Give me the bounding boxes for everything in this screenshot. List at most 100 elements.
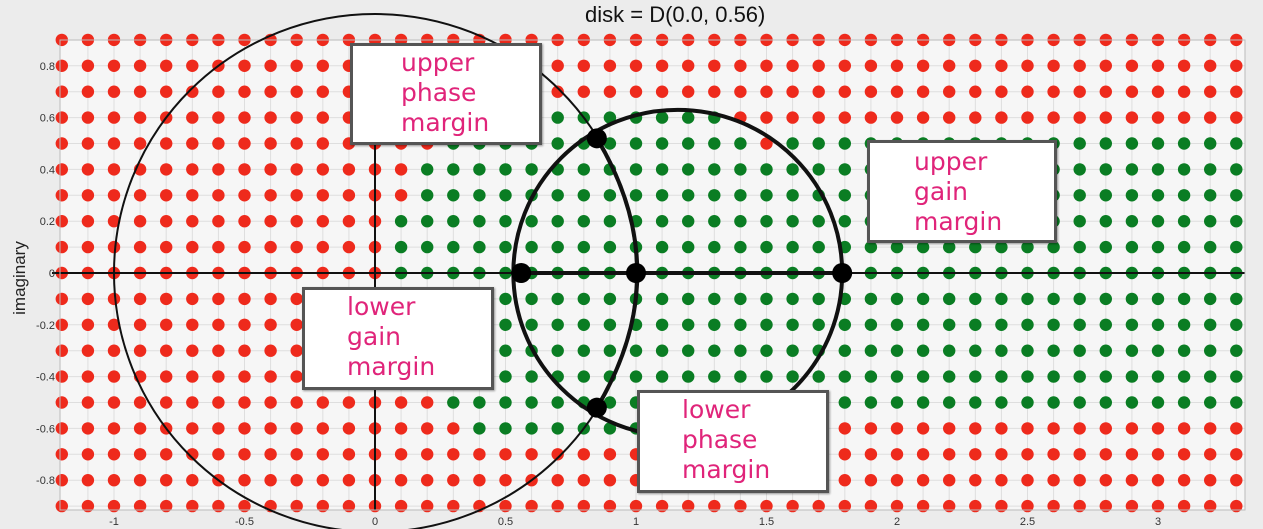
unstable-point — [1125, 422, 1139, 435]
unstable-point — [290, 189, 303, 202]
stable-point — [1073, 137, 1086, 150]
stable-point — [890, 370, 904, 383]
unstable-point — [1073, 111, 1086, 124]
unstable-point — [316, 448, 329, 461]
stable-point — [838, 137, 851, 150]
stable-point — [655, 370, 669, 383]
unstable-point — [186, 370, 199, 383]
unstable-point — [1073, 422, 1086, 435]
stable-point — [1099, 189, 1113, 202]
stable-point — [760, 215, 773, 228]
unstable-point — [1151, 499, 1165, 513]
chart-title: disk = D(0.0, 0.56) — [585, 2, 766, 27]
stable-point — [655, 189, 669, 202]
unstable-point — [1099, 422, 1113, 435]
stable-point — [525, 318, 538, 331]
unstable-point — [160, 137, 173, 150]
stable-point — [916, 318, 930, 331]
stable-point — [838, 215, 851, 228]
callout-line: lower — [682, 395, 751, 424]
stable-point — [916, 240, 930, 254]
stable-point — [1073, 344, 1086, 357]
unstable-point — [1177, 499, 1191, 513]
unstable-point — [1177, 474, 1191, 487]
stable-point — [1177, 344, 1191, 357]
stable-point — [629, 163, 643, 176]
stable-point — [916, 396, 930, 409]
unstable-point — [838, 85, 851, 98]
lower-phase-margin-callout: lower phase margin — [637, 390, 829, 493]
unstable-point — [107, 163, 121, 176]
unstable-point — [55, 448, 68, 461]
stable-point — [812, 318, 825, 331]
unstable-point — [342, 189, 356, 202]
unstable-point — [1125, 448, 1139, 461]
unstable-point — [838, 448, 851, 461]
stable-point — [1204, 137, 1217, 150]
stable-point — [1204, 318, 1217, 331]
stable-point — [525, 396, 538, 409]
unstable-point — [1151, 448, 1165, 461]
stable-point — [1099, 396, 1113, 409]
unstable-point — [81, 292, 95, 306]
unstable-point — [577, 499, 590, 513]
stable-point — [1151, 370, 1165, 383]
stable-point — [916, 370, 930, 383]
stable-point — [708, 215, 721, 228]
unstable-point — [760, 111, 773, 124]
stable-point — [1099, 163, 1113, 176]
unstable-point — [342, 215, 356, 228]
stable-point — [1204, 370, 1217, 383]
unstable-point — [447, 499, 460, 513]
unstable-point — [421, 499, 434, 513]
stable-point — [551, 396, 564, 409]
unstable-point — [290, 344, 303, 357]
unstable-point — [734, 499, 747, 513]
unstable-point — [394, 499, 408, 513]
unstable-point — [838, 111, 851, 124]
unstable-point — [1047, 499, 1060, 513]
unstable-point — [107, 499, 121, 513]
unstable-point — [133, 240, 147, 254]
unstable-point — [55, 318, 68, 331]
stable-point — [786, 137, 799, 150]
stable-point — [708, 370, 721, 383]
unstable-point — [1047, 59, 1060, 72]
stable-point — [1151, 318, 1165, 331]
unstable-point — [133, 137, 147, 150]
unstable-point — [55, 370, 68, 383]
unstable-point — [316, 215, 329, 228]
stable-point — [760, 189, 773, 202]
unstable-point — [969, 59, 982, 72]
unstable-point — [55, 474, 68, 487]
stable-point — [1177, 215, 1191, 228]
unstable-point — [238, 163, 251, 176]
stable-point — [551, 215, 564, 228]
stable-point — [1151, 396, 1165, 409]
stable-point — [577, 163, 590, 176]
stable-point — [603, 344, 617, 357]
unstable-point — [916, 448, 930, 461]
stable-point — [1073, 370, 1086, 383]
stable-point — [655, 215, 669, 228]
stable-point — [499, 370, 512, 383]
unstable-point — [81, 474, 95, 487]
unstable-point — [551, 59, 564, 72]
y-axis-label: imaginary — [10, 241, 29, 315]
unstable-point — [708, 59, 721, 72]
stable-point — [1021, 240, 1034, 254]
stable-point — [603, 422, 617, 435]
unstable-point — [1047, 85, 1060, 98]
unstable-point — [186, 215, 199, 228]
stable-point — [838, 189, 851, 202]
stable-point — [473, 240, 486, 254]
unstable-point — [890, 59, 904, 72]
y-tick-label: -0.4 — [36, 372, 55, 384]
unstable-point — [212, 344, 225, 357]
unstable-point — [1177, 448, 1191, 461]
unstable-point — [107, 422, 121, 435]
unstable-point — [133, 292, 147, 306]
unstable-point — [447, 474, 460, 487]
y-tick-label: -0.8 — [36, 475, 55, 487]
stable-point — [1125, 344, 1139, 357]
